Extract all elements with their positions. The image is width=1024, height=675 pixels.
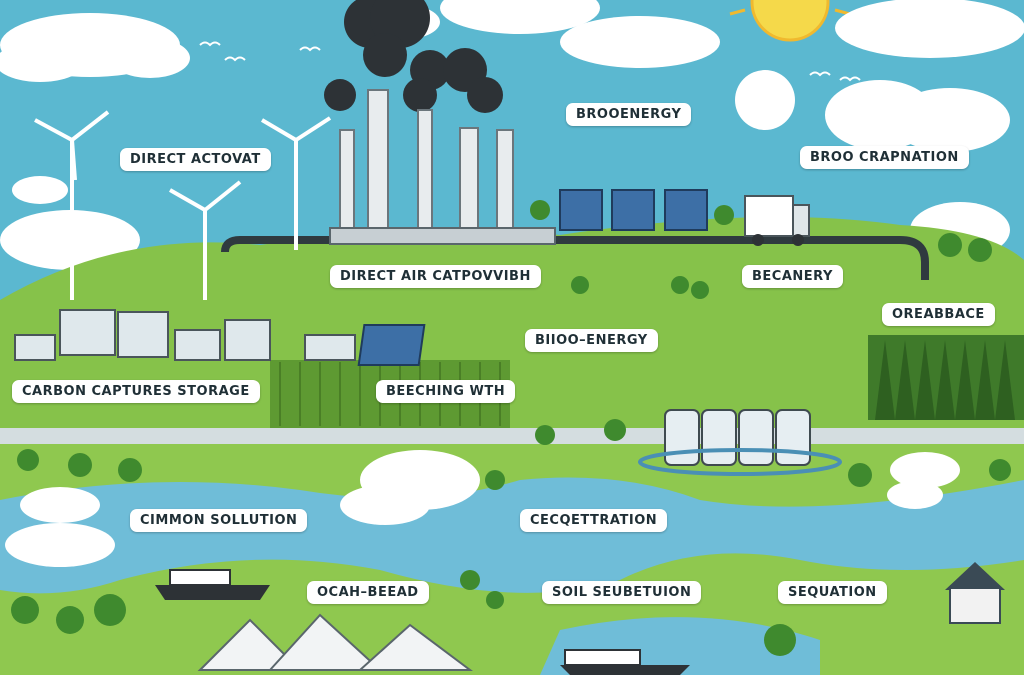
- truck: [744, 195, 810, 246]
- ships: [155, 569, 690, 675]
- label-becanery: BECANERY: [742, 265, 843, 288]
- road: [0, 428, 1024, 444]
- birds: [199, 41, 861, 82]
- label-soil: SOIL SEUBETUION: [542, 581, 702, 604]
- lower-clouds: [5, 450, 960, 567]
- forest-trees: [875, 340, 1015, 420]
- tank-pipe-ring: [638, 448, 842, 476]
- solar-panels: [357, 189, 708, 366]
- label-beeching: BEECHING WTH: [376, 380, 516, 403]
- label-cimmon-solution: CIMMON SOLLUTION: [130, 509, 308, 532]
- wind-turbines: [34, 110, 332, 300]
- label-sequation: SEQUATION: [778, 581, 887, 604]
- label-brooenergy: BROOENERGY: [566, 103, 692, 126]
- label-direct-activat: DIRECT ACTOVAT: [120, 148, 271, 171]
- factory-base: [329, 227, 556, 245]
- chimneys: [339, 89, 514, 241]
- crop-rows: [279, 362, 501, 426]
- smoke-plumes: [324, 0, 503, 113]
- label-cecqettration: CECQETTRATION: [520, 509, 668, 532]
- label-carbon-capture: CARBON CAPTURES STORAGE: [12, 380, 260, 403]
- mountains: [197, 613, 473, 671]
- sun-icon: [729, 0, 851, 42]
- label-ocah-beead: OCAH–BEEAD: [307, 581, 429, 604]
- capture-plant: [14, 309, 356, 361]
- label-bioo-energy: BIIOO–ENERGY: [525, 329, 658, 352]
- pipeline: [221, 236, 929, 280]
- label-direct-air: DIRECT AIR CATPOVVIBH: [330, 265, 541, 288]
- house: [945, 562, 1005, 624]
- river: [0, 477, 1024, 594]
- label-broo-crapnation: BROO CRAPNATION: [800, 146, 969, 169]
- label-oreabbace: OREABBACE: [882, 303, 995, 326]
